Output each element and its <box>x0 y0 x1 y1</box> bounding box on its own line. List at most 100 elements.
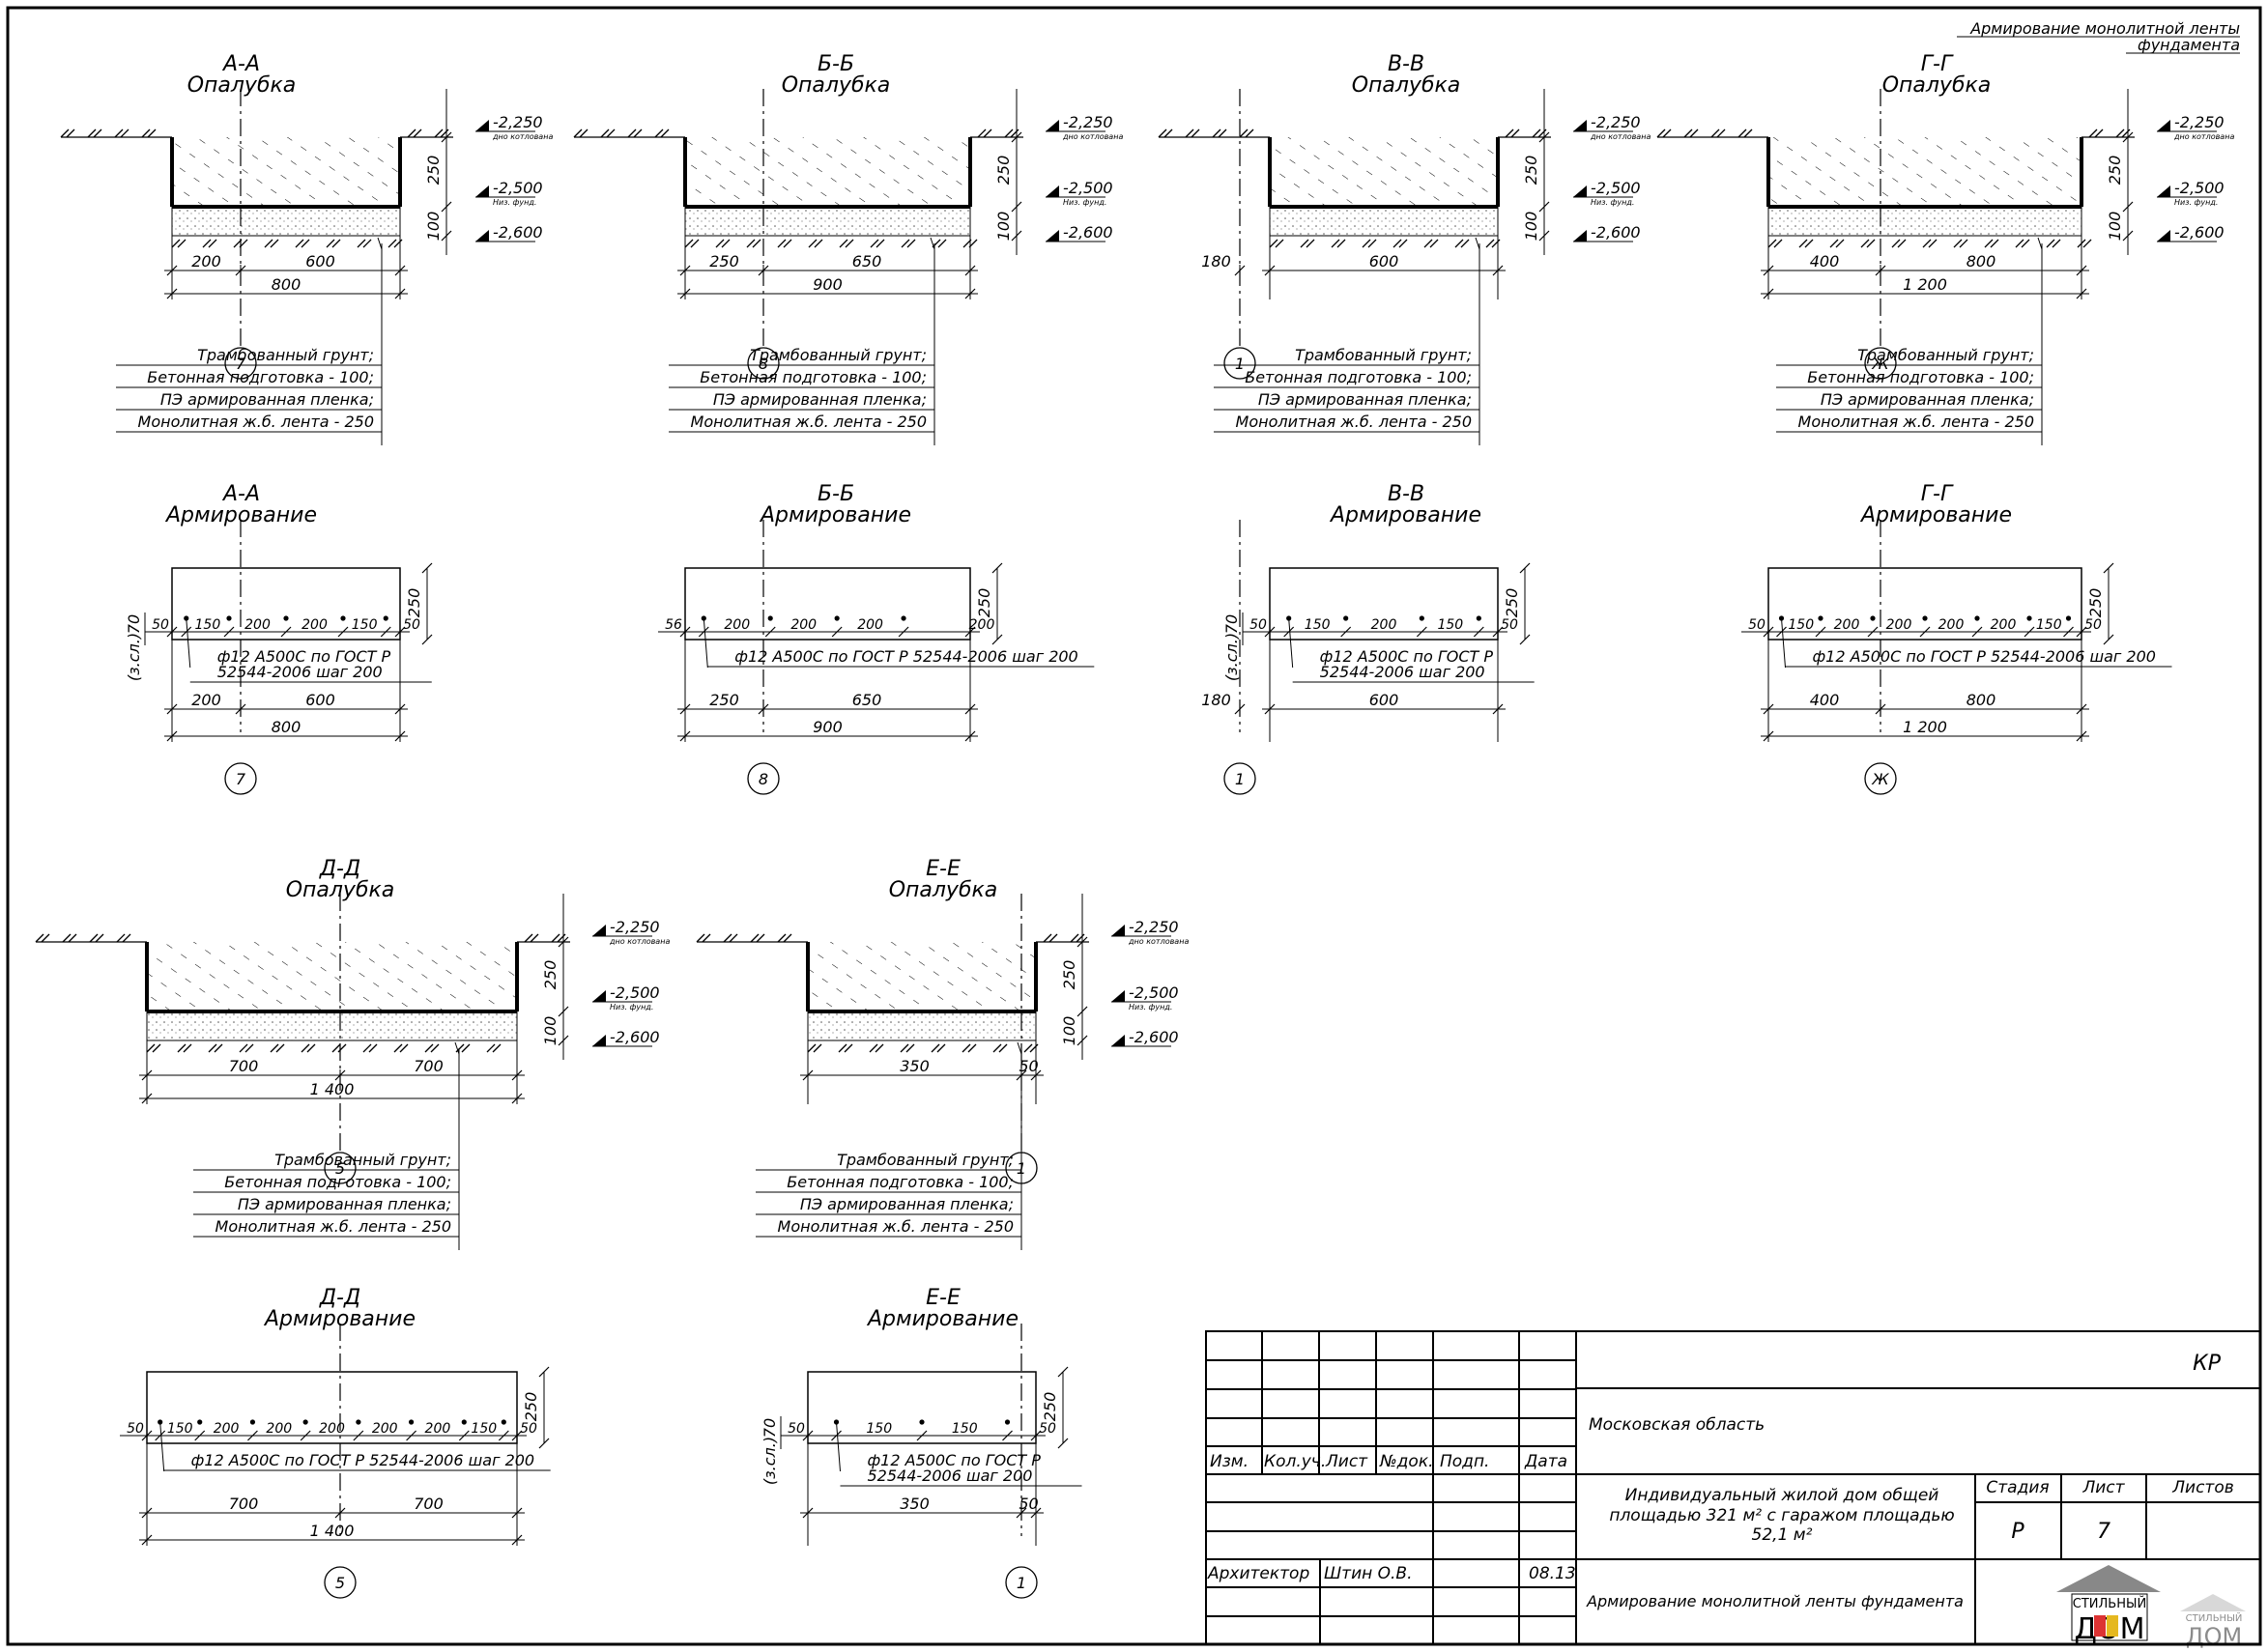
layer-note: Трамбованный грунт; <box>197 346 374 364</box>
rebar-dot <box>834 615 840 621</box>
section-view-title: Опалубка <box>1352 73 1461 98</box>
rebar-spacing: 150 <box>952 1421 978 1437</box>
rebar-spacing: 50 <box>152 617 169 633</box>
layer-note: ПЭ армированная пленка; <box>713 390 927 409</box>
elevation-mark: -2,500 <box>2174 179 2225 197</box>
elevation-note: дно котлована <box>492 132 553 141</box>
rebar-spacing: 200 <box>319 1421 345 1437</box>
height-250: 250 <box>1041 1392 1059 1422</box>
cover-note: (з.сл.) <box>125 633 143 681</box>
height-250: 250 <box>994 156 1013 185</box>
section-mark: А-А <box>221 482 260 506</box>
rebar-spacing: 150 <box>195 617 221 633</box>
rebar-spacing: 50 <box>2084 617 2102 633</box>
dim-right: 600 <box>305 691 335 709</box>
dim-right: 700 <box>414 1495 444 1513</box>
sheet-header: Армирование монолитной ленты фундамента <box>1957 19 2240 54</box>
rebar-dot <box>1870 615 1876 621</box>
elevation-note: Низ. фунд. <box>2174 198 2218 207</box>
section-mark: Б-Б <box>818 52 854 76</box>
title-block-text: КР Московская область Изм. Кол.уч. Лист … <box>1207 1352 2234 1610</box>
layer-note: Бетонная подготовка - 100; <box>1807 368 2034 386</box>
rebar-dot <box>1922 615 1928 621</box>
rebar-spacing: 150 <box>866 1421 892 1437</box>
project-line1: Индивидуальный жилой дом общей <box>1625 1486 1939 1505</box>
stage-header: Стадия <box>1986 1478 2049 1497</box>
elevation-note: Низ. фунд. <box>1129 1003 1172 1011</box>
rebar-note: 52544-2006 шаг 200 <box>217 663 383 681</box>
axis-label: 1 <box>1235 770 1245 788</box>
sheet-value: 7 <box>2097 1520 2110 1544</box>
stage-value: Р <box>2011 1520 2024 1544</box>
rebar-spacing: 200 <box>1371 617 1397 633</box>
layer-note: Трамбованный грунт; <box>1295 346 1472 364</box>
dim-right: 600 <box>1369 691 1399 709</box>
dim-right: 800 <box>1967 691 1996 709</box>
elevation-note: дно котлована <box>609 937 670 946</box>
rebar-dot <box>2065 615 2072 621</box>
axis-label: 7 <box>236 770 246 788</box>
rebar-dot <box>249 1419 256 1425</box>
height-250: 250 <box>424 156 443 185</box>
region: Московская область <box>1589 1415 1765 1435</box>
elevation-mark: -2,250 <box>1063 113 1113 131</box>
dim-right: 600 <box>305 252 335 271</box>
elevation-note: дно котлована <box>1590 132 1651 141</box>
dim-left: 180 <box>1201 691 1231 709</box>
height-250: 250 <box>1503 588 1521 618</box>
rebar-dot <box>356 1419 361 1425</box>
rebar-spacing: 150 <box>1788 617 1814 633</box>
layer-note: Монолитная ж.б. лента - 250 <box>691 413 927 431</box>
layer-note: Бетонная подготовка - 100; <box>147 368 374 386</box>
dim-total: 1 400 <box>310 1080 355 1098</box>
rebar-spacing: 200 <box>857 617 883 633</box>
rebar-dot <box>340 615 346 621</box>
layer-note: Монолитная ж.б. лента - 250 <box>1798 413 2034 431</box>
dim-total: 800 <box>272 275 301 294</box>
elevation-mark: -2,250 <box>1129 918 1179 936</box>
elevation-note: дно котлована <box>1128 937 1189 946</box>
elevation-mark: -2,600 <box>610 1028 660 1046</box>
cover-70: 70 <box>1222 614 1241 634</box>
elevation-mark: -2,500 <box>610 983 660 1002</box>
dim-left: 400 <box>1810 691 1840 709</box>
rebar-dot <box>197 1419 203 1425</box>
rebar-spacing: 200 <box>969 617 995 633</box>
rebar-spacing: 50 <box>1039 1421 1056 1437</box>
rebar-spacing: 200 <box>1834 617 1860 633</box>
layer-note: ПЭ армированная пленка; <box>1258 390 1472 409</box>
elevation-note: дно котлована <box>2173 132 2234 141</box>
rebar-spacing: 200 <box>266 1421 292 1437</box>
height-250: 250 <box>2106 156 2124 185</box>
axis-label: 7 <box>236 355 246 373</box>
layer-note: ПЭ армированная пленка; <box>800 1195 1014 1213</box>
rebar-spacing: 50 <box>1501 617 1518 633</box>
height-100: 100 <box>2106 212 2124 242</box>
axis-label: Ж <box>1871 355 1889 373</box>
col-podp: Подп. <box>1440 1452 1489 1471</box>
axis-label: 1 <box>1235 355 1245 373</box>
dim-left: 250 <box>709 691 739 709</box>
rebar-dot <box>383 615 388 621</box>
rebar-dot <box>767 615 773 621</box>
section-mark: Б-Б <box>818 482 854 506</box>
rebar-note: 52544-2006 шаг 200 <box>868 1467 1033 1485</box>
section-mark: Д-Д <box>319 1286 360 1310</box>
elevation-mark: -2,250 <box>2174 113 2225 131</box>
rebar-spacing: 200 <box>790 617 817 633</box>
project-line3: 52,1 м² <box>1752 1525 1813 1545</box>
layer-note: Монолитная ж.б. лента - 250 <box>1236 413 1472 431</box>
col-data: Дата <box>1524 1452 1567 1471</box>
cover-70: 70 <box>125 614 143 634</box>
layer-note: Бетонная подготовка - 100; <box>224 1173 451 1191</box>
rebar-spacing: 200 <box>425 1421 451 1437</box>
project-line2: площадью 321 м² с гаражом площадью <box>1609 1506 1954 1525</box>
section-mark: В-В <box>1388 52 1424 76</box>
sheets-header: Листов <box>2171 1478 2234 1497</box>
axis-label: 5 <box>335 1159 345 1178</box>
